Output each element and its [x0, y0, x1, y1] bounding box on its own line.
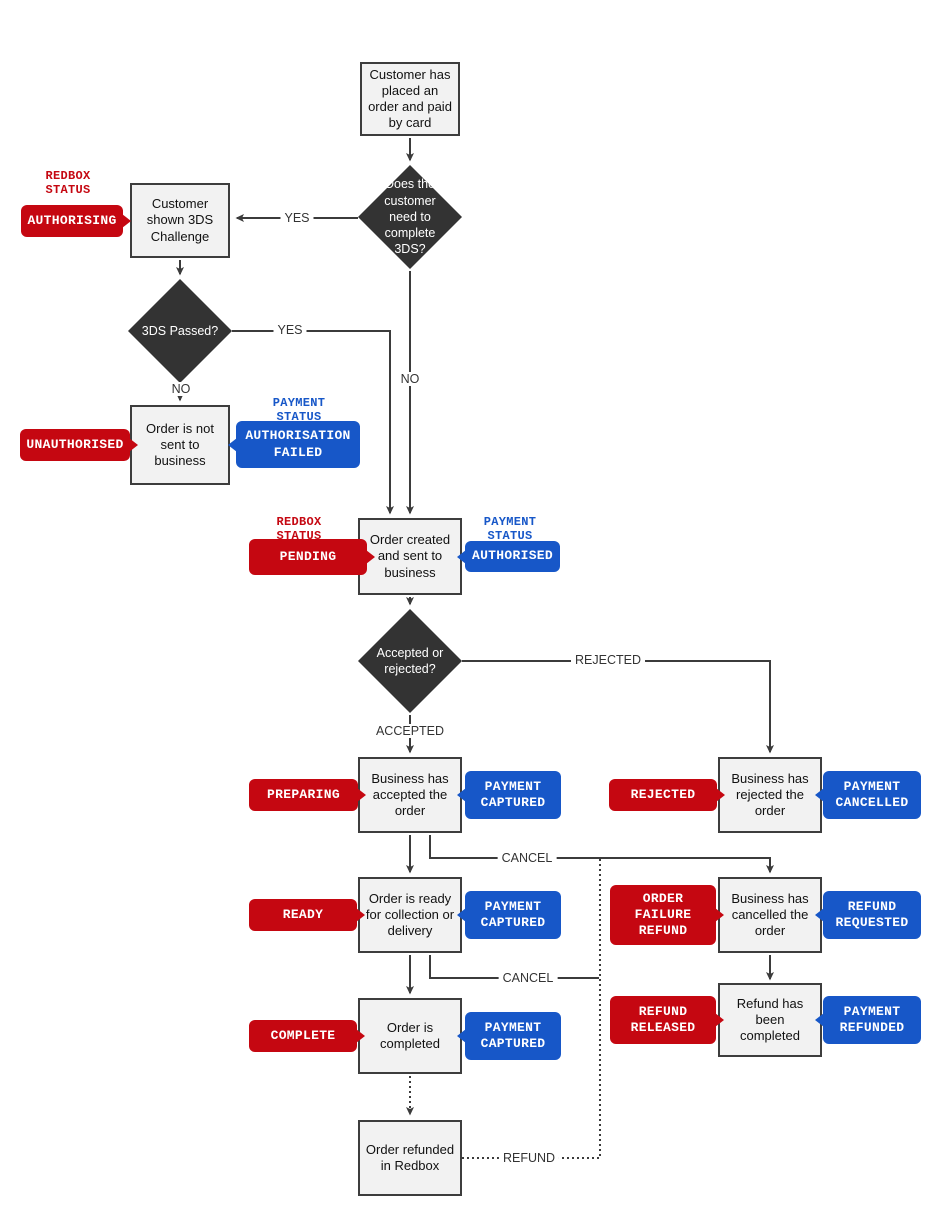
- badge-order-failure-refund: ORDER FAILURE REFUND: [610, 885, 716, 945]
- badge-authorised: AUTHORISED: [465, 541, 560, 572]
- edge-label-no: NO: [167, 382, 195, 396]
- node-order-accepted: Business has accepted the order: [358, 757, 462, 833]
- badge-unauthorised: UNAUTHORISED: [20, 429, 130, 461]
- edge-label-refund: REFUND: [498, 1151, 560, 1165]
- edge-label-no: NO: [396, 372, 424, 386]
- badge-authorisation-failed: AUTHORISATION FAILED: [236, 421, 360, 468]
- node-order-not-sent: Order is not sent to business: [130, 405, 230, 485]
- edge-label-cancel: CANCEL: [498, 971, 558, 985]
- header-payment-status: PAYMENT STATUS: [483, 515, 537, 543]
- badge-rejected: REJECTED: [609, 779, 717, 811]
- edge-label-yes: YES: [280, 211, 314, 225]
- header-redbox-status: REDBOX STATUS: [45, 169, 91, 197]
- edge-label-accepted: ACCEPTED: [371, 724, 449, 738]
- edge-label-yes: YES: [273, 323, 307, 337]
- badge-ready: READY: [249, 899, 357, 931]
- node-customer-order: Customer has placed an order and paid by…: [360, 62, 460, 136]
- node-order-completed: Order is completed: [358, 998, 462, 1074]
- badge-refund-released: REFUND RELEASED: [610, 996, 716, 1044]
- edge-label-cancel: CANCEL: [497, 851, 557, 865]
- edge-label-rejected: REJECTED: [571, 653, 645, 667]
- node-order-ready: Order is ready for collection or deliver…: [358, 877, 462, 953]
- node-order-refunded: Order refunded in Redbox: [358, 1120, 462, 1196]
- node-order-cancelled: Business has cancelled the order: [718, 877, 822, 953]
- badge-payment-cancelled: PAYMENT CANCELLED: [823, 771, 921, 819]
- node-3ds-challenge: Customer shown 3DS Challenge: [130, 183, 230, 258]
- badge-pending: PENDING: [249, 539, 367, 575]
- badge-preparing: PREPARING: [249, 779, 358, 811]
- node-order-rejected: Business has rejected the order: [718, 757, 822, 833]
- badge-payment-captured: PAYMENT CAPTURED: [465, 771, 561, 819]
- badge-payment-refunded: PAYMENT REFUNDED: [823, 996, 921, 1044]
- node-order-created: Order created and sent to business: [358, 518, 462, 595]
- node-refund-completed: Refund has been completed: [718, 983, 822, 1057]
- badge-refund-requested: REFUND REQUESTED: [823, 891, 921, 939]
- badge-authorising: AUTHORISING: [21, 205, 123, 237]
- badge-payment-captured: PAYMENT CAPTURED: [465, 891, 561, 939]
- badge-complete: COMPLETE: [249, 1020, 357, 1052]
- badge-payment-captured: PAYMENT CAPTURED: [465, 1012, 561, 1060]
